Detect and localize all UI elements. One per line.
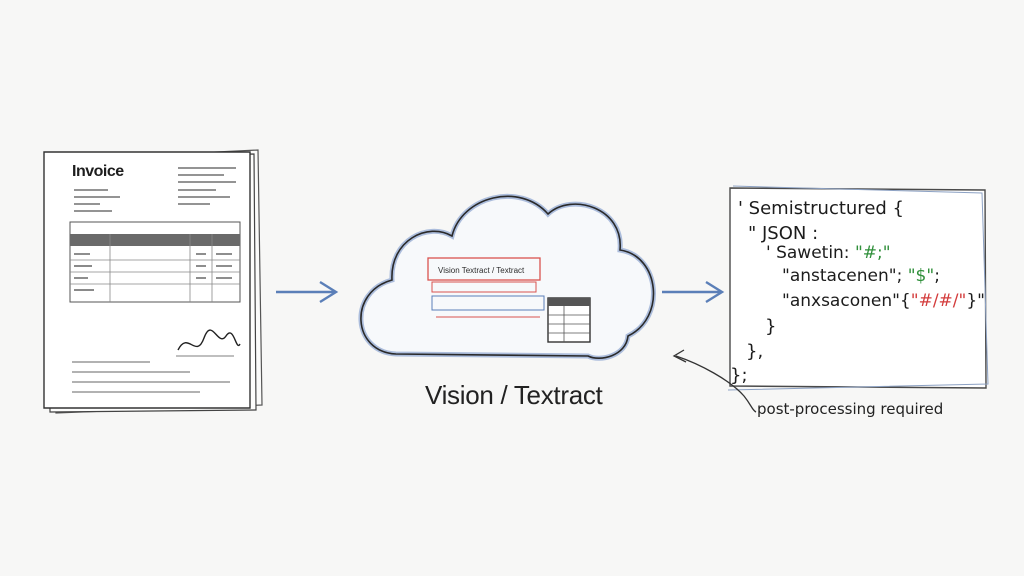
arrow-to-json — [662, 280, 725, 304]
invoice-title: Invoice — [72, 163, 124, 180]
arrow-to-cloud — [276, 280, 339, 304]
cloud-caption: Vision / Textract — [425, 380, 603, 410]
json-line: "anstacenen"; "$"; — [782, 266, 940, 286]
json-value: "#/#/" — [910, 291, 967, 311]
cloud-inner-label: Vision Textract / Textract — [438, 266, 525, 275]
json-line: "anxsaconen"{"#/#/"}" — [782, 291, 985, 311]
cloud-service — [358, 194, 656, 361]
post-processing-arrow — [672, 349, 757, 413]
invoice-document — [43, 149, 263, 414]
json-line: } — [765, 316, 777, 337]
json-value: "$" — [907, 266, 935, 286]
json-line: }, — [746, 341, 764, 362]
json-panel — [727, 185, 989, 391]
json-line: " JSON : — [748, 223, 819, 244]
json-line: ' Semistructured { — [738, 198, 904, 219]
post-processing-note: post-processing required — [757, 400, 944, 418]
json-punct: }" — [966, 291, 985, 311]
json-key: "anxsaconen"{ — [782, 291, 911, 311]
json-line: ' Sawetin: "#;" — [766, 243, 891, 263]
json-key: ' Sawetin: — [766, 243, 855, 263]
json-line: }; — [730, 365, 748, 386]
json-value: "#;" — [854, 243, 891, 263]
json-key: "anstacenen"; — [782, 266, 908, 286]
json-punct: ; — [934, 266, 940, 286]
